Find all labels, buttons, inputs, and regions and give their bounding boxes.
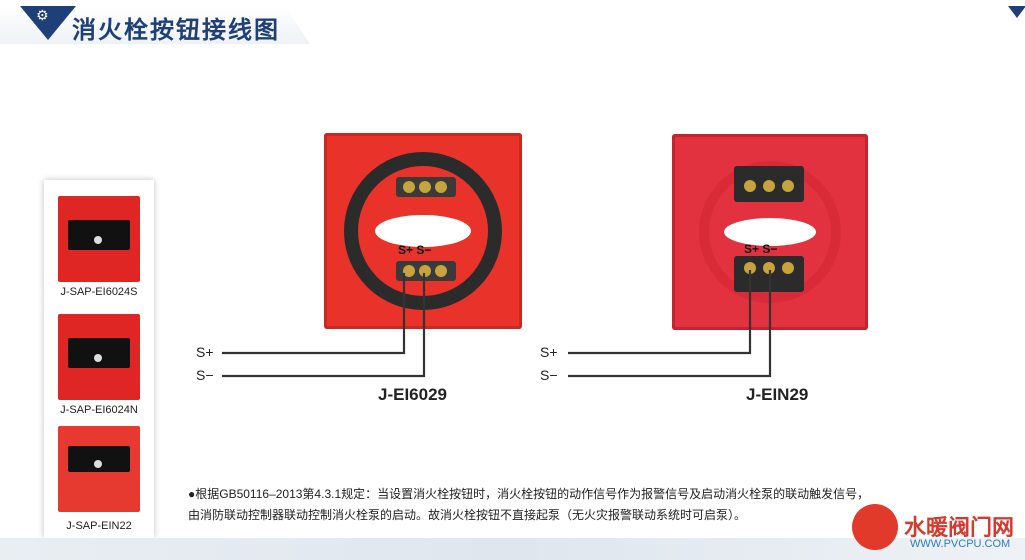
page-title: 消火栓按钮接线图 [72,16,280,44]
wire-label-s-minus-1: S− [196,367,214,383]
watermark-text: 水暖阀门网 [904,516,1015,541]
product-window [68,338,130,368]
model-label-1: J-EI6029 [378,385,447,404]
wire-label-s-plus-2: S+ [540,344,558,360]
logo-triangle [20,6,76,40]
product-window [68,446,130,472]
note-text: ●根据GB50116–2013第4.3.1规定：当设置消火栓按钮时，消火栓按钮的… [188,484,948,526]
note-line-1: ●根据GB50116–2013第4.3.1规定：当设置消火栓按钮时，消火栓按钮的… [188,487,870,501]
device-j-ei6029: S+ S− [324,133,522,329]
watermark-logo-icon [852,504,898,550]
wire-label-s-plus-1: S+ [196,344,214,360]
wire-label-s-minus-2: S− [540,367,558,383]
product-button [94,236,102,244]
watermark-url: WWW.PVCPU.COM [910,538,1011,550]
header: ⚙ 消火栓按钮接线图 [0,0,1025,48]
model-label-2: J-EIN29 [746,385,809,404]
product-image-3 [58,426,140,512]
product-button [94,354,102,362]
device-base-drawing [344,152,502,310]
terminal-label: S+ S− [398,243,432,257]
device-base-drawing [699,161,841,303]
product-panel: J-SAP-EI6024S J-SAP-EI6024N J-SAP-EIN22 [44,180,154,538]
device-j-ein29: S+ S− [672,134,868,330]
product-button [94,460,102,468]
product-label-3: J-SAP-EIN22 [66,520,132,532]
product-image-1 [58,196,140,282]
terminal-label: S+ S− [744,242,778,256]
product-window [68,220,130,250]
logo-icon: ⚙ [36,8,49,24]
corner-arrow-icon [1008,6,1025,18]
note-line-2: 由消防联动控制器联动控制消火栓泵的启动。故消火栓按钮不直接起泵（无火灾报警联动系… [188,508,747,522]
product-label-2: J-SAP-EI6024N [60,404,138,416]
product-image-2 [58,314,140,400]
footer-band [0,538,1025,560]
product-label-1: J-SAP-EI6024S [60,286,138,298]
